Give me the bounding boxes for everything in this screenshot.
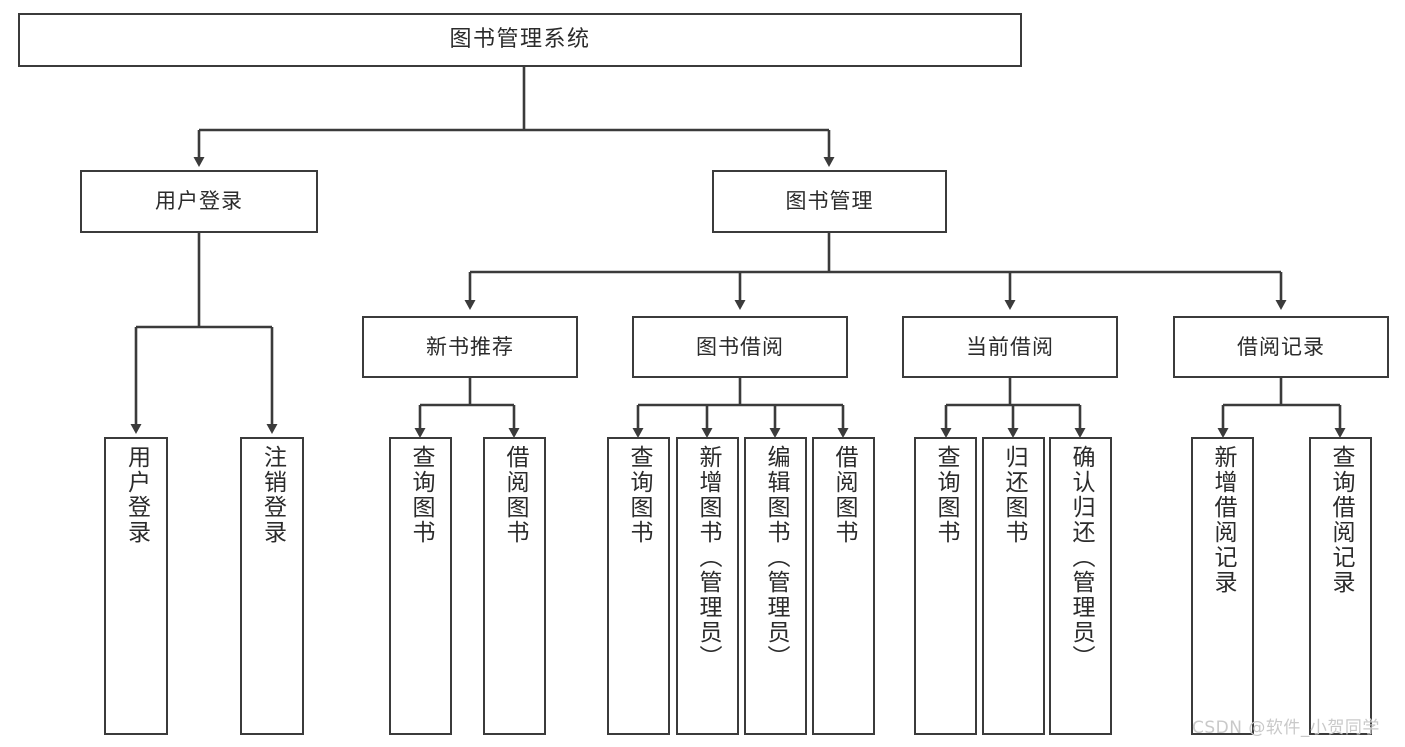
node-book-management-label: 图书管理 <box>785 189 874 214</box>
node-book-management[interactable]: 图书管理 <box>712 170 947 233</box>
leaf-recommend-query-book-label: 查询图书 <box>408 445 434 545</box>
node-borrow-record[interactable]: 借阅记录 <box>1173 316 1389 378</box>
csdn-watermark: CSDN @软件_小贺同学 <box>1192 718 1380 738</box>
leaf-borrow-query-book[interactable]: 查询图书 <box>607 437 670 735</box>
leaf-record-add-record[interactable]: 新增借阅记录 <box>1191 437 1254 735</box>
node-root-label: 图书管理系统 <box>449 27 591 53</box>
leaf-current-query-book[interactable]: 查询图书 <box>914 437 977 735</box>
leaf-borrow-edit-book[interactable]: 编辑图书（管理员） <box>744 437 807 735</box>
node-new-book-recommend-label: 新书推荐 <box>426 334 514 359</box>
leaf-logout-label: 注销登录 <box>259 445 286 545</box>
leaf-borrow-query-book-label: 查询图书 <box>626 445 652 545</box>
leaf-recommend-query-book[interactable]: 查询图书 <box>389 437 452 735</box>
leaf-recommend-borrow-book[interactable]: 借阅图书 <box>483 437 546 735</box>
leaf-record-query-record[interactable]: 查询借阅记录 <box>1309 437 1372 735</box>
leaf-logout[interactable]: 注销登录 <box>240 437 304 735</box>
leaf-borrow-borrow-book-label: 借阅图书 <box>831 445 857 545</box>
leaf-borrow-add-book-label: 新增图书（管理员） <box>695 445 721 670</box>
leaf-borrow-edit-book-label: 编辑图书（管理员） <box>763 445 789 670</box>
leaf-current-return-book-label: 归还图书 <box>1001 445 1027 545</box>
leaf-borrow-borrow-book[interactable]: 借阅图书 <box>812 437 875 735</box>
leaf-current-confirm-return[interactable]: 确认归还（管理员） <box>1049 437 1112 735</box>
node-root-book-management-system[interactable]: 图书管理系统 <box>18 13 1022 67</box>
node-user-login-label: 用户登录 <box>155 189 243 214</box>
leaf-current-confirm-return-label: 确认归还（管理员） <box>1068 445 1094 670</box>
node-current-borrow-label: 当前借阅 <box>966 334 1054 359</box>
node-book-borrow[interactable]: 图书借阅 <box>632 316 848 378</box>
node-book-borrow-label: 图书借阅 <box>696 334 784 359</box>
leaf-user-login[interactable]: 用户登录 <box>104 437 168 735</box>
node-user-login[interactable]: 用户登录 <box>80 170 318 233</box>
leaf-record-query-record-label: 查询借阅记录 <box>1328 445 1354 595</box>
leaf-user-login-label: 用户登录 <box>123 445 150 545</box>
node-borrow-record-label: 借阅记录 <box>1237 334 1325 359</box>
node-new-book-recommend[interactable]: 新书推荐 <box>362 316 578 378</box>
node-current-borrow[interactable]: 当前借阅 <box>902 316 1118 378</box>
leaf-record-add-record-label: 新增借阅记录 <box>1210 445 1236 595</box>
leaf-current-query-book-label: 查询图书 <box>933 445 959 545</box>
leaf-current-return-book[interactable]: 归还图书 <box>982 437 1045 735</box>
leaf-borrow-add-book[interactable]: 新增图书（管理员） <box>676 437 739 735</box>
leaf-recommend-borrow-book-label: 借阅图书 <box>502 445 528 545</box>
